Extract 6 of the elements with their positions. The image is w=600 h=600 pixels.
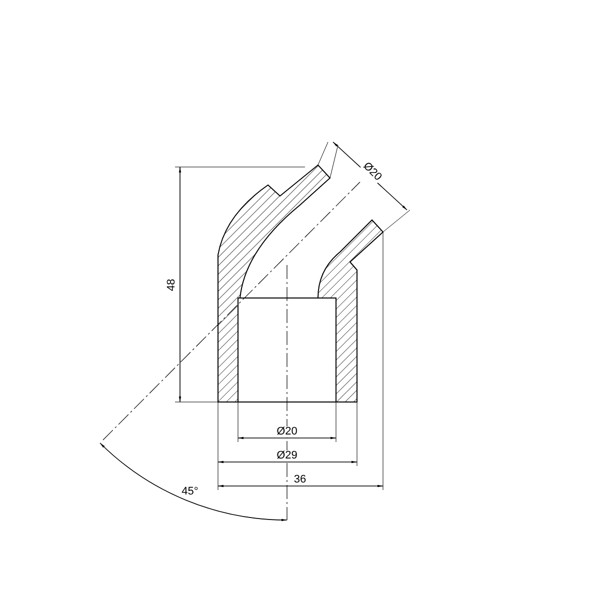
dimension-label: 45°: [180, 486, 200, 498]
dimension-label: Ø29: [276, 450, 298, 462]
dimension-label: Ø20: [360, 160, 384, 184]
dimension-label: Ø20: [276, 426, 298, 438]
dimension-label: 48: [166, 278, 178, 292]
dimension-label: 36: [292, 474, 308, 486]
